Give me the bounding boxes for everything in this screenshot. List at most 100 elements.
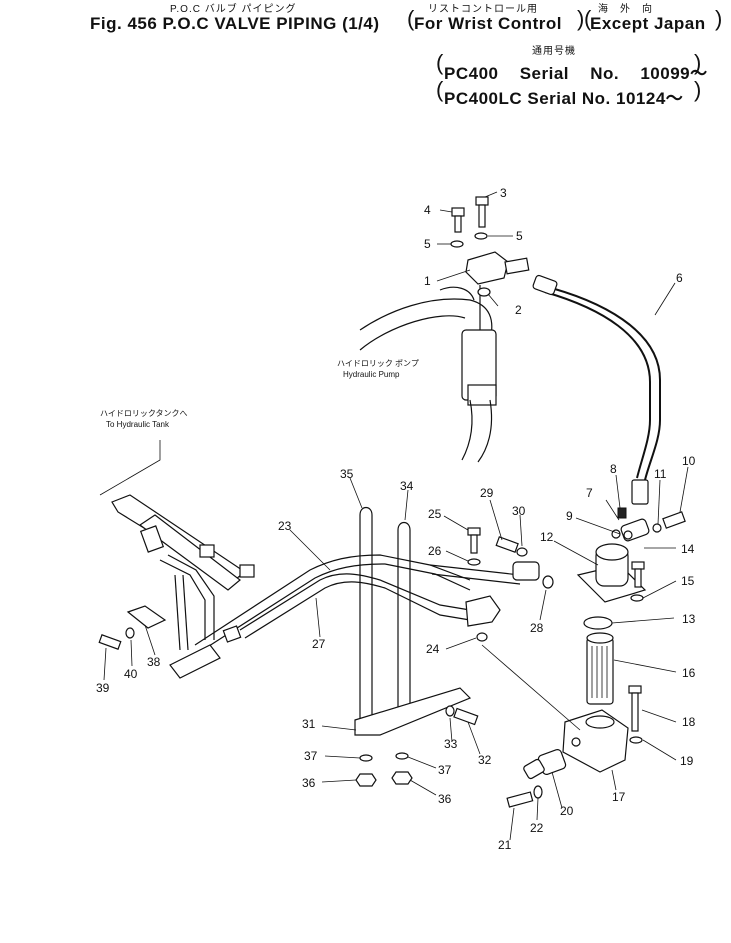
bolt-32 <box>453 707 479 726</box>
u-bolt-35 <box>359 506 373 720</box>
callout-9: 9 <box>566 509 573 523</box>
callout-5b: 5 <box>516 229 523 243</box>
washer-22 <box>533 785 543 799</box>
pipe-27 <box>239 573 471 639</box>
figure-title: Fig. 456 P.O.C VALVE PIPING (1/4) <box>90 14 380 33</box>
jp-wrist-label: リストコントロール用 <box>428 4 538 15</box>
callout-5a: 5 <box>424 237 431 251</box>
callout-23: 23 <box>278 519 292 533</box>
washer-11 <box>652 523 662 533</box>
callout-13: 13 <box>682 612 696 626</box>
washer-19 <box>629 736 643 744</box>
washer-15 <box>630 594 644 602</box>
tank-label-jp: ハイドロリックタンクへ <box>100 409 188 418</box>
bolt-18 <box>628 685 642 732</box>
wrist-control-label: For Wrist Control <box>414 14 562 33</box>
clamp-38 <box>126 605 167 629</box>
flange-fitting <box>465 595 501 627</box>
callout-30: 30 <box>512 504 526 518</box>
callout-29: 29 <box>480 486 494 500</box>
callout-36b: 36 <box>438 792 452 806</box>
pipe-23 <box>194 554 471 656</box>
callout-35: 35 <box>340 467 354 481</box>
callout-37b: 37 <box>438 763 452 777</box>
filter-body-17 <box>562 709 629 773</box>
jp-serial-label: 通用号機 <box>532 46 576 57</box>
callout-40: 40 <box>124 667 138 681</box>
callout-34: 34 <box>400 479 414 493</box>
callout-36a: 36 <box>302 776 316 790</box>
callout-1: 1 <box>424 274 431 288</box>
callout-28: 28 <box>530 621 544 635</box>
callout-8: 8 <box>610 462 617 476</box>
fitting-8 <box>617 507 627 519</box>
callout-19: 19 <box>680 754 694 768</box>
callout-12: 12 <box>540 530 554 544</box>
callout-31: 31 <box>302 717 316 731</box>
filter-element-16 <box>586 632 614 705</box>
pump-label-jp: ハイドロリック ポンプ <box>337 359 419 368</box>
hydraulic-pump <box>359 286 497 463</box>
elbow-fitting-30 <box>512 561 540 581</box>
filter-head-12 <box>576 543 647 603</box>
elbow-20 <box>523 749 567 780</box>
callout-6: 6 <box>676 271 683 285</box>
callout-33: 33 <box>444 737 458 751</box>
callout-27: 27 <box>312 637 326 651</box>
callout-3: 3 <box>500 186 507 200</box>
pipe-link <box>429 564 521 576</box>
header: P.O.C バルブ パイピング Fig. 456 P.O.C VALVE PIP… <box>0 0 731 110</box>
bolt-39 <box>98 634 122 650</box>
callout-32: 32 <box>478 753 492 767</box>
nut-36b <box>391 771 413 785</box>
nut-36a <box>355 773 377 787</box>
bolt-3 <box>475 196 489 228</box>
bolt-25 <box>467 527 481 554</box>
washer-30 <box>516 547 528 557</box>
hose-6 <box>532 274 661 505</box>
callout-37a: 37 <box>304 749 318 763</box>
jp-except-label: 海 外 向 <box>598 4 653 15</box>
callout-39: 39 <box>96 681 110 695</box>
callout-21: 21 <box>498 838 512 852</box>
bolt-29 <box>495 536 519 553</box>
pump-label-en: Hydraulic Pump <box>343 370 400 379</box>
u-bolt-34 <box>397 521 411 720</box>
washer-26 <box>467 558 481 566</box>
washer-33 <box>445 705 455 717</box>
callout-17: 17 <box>612 790 626 804</box>
callout-11: 11 <box>654 467 667 481</box>
washer-5a <box>474 232 488 240</box>
callout-18: 18 <box>682 715 696 729</box>
callout-14: 14 <box>681 542 695 556</box>
o-ring-2 <box>477 287 491 297</box>
callout-24: 24 <box>426 642 440 656</box>
callout-labels: 1 2 3 4 5 5 6 7 8 9 10 11 12 13 14 15 16… <box>96 186 696 852</box>
callout-22: 22 <box>530 821 544 835</box>
callout-16: 16 <box>682 666 696 680</box>
o-ring-13 <box>583 616 613 630</box>
leader-lines <box>103 191 689 841</box>
tank-leader <box>99 440 161 496</box>
tank-pipe-assembly <box>111 494 255 679</box>
except-japan-label: Except Japan <box>590 14 706 33</box>
o-ring-28-top <box>542 575 554 589</box>
bolt-10 <box>662 511 686 529</box>
callout-26: 26 <box>428 544 442 558</box>
valve-block <box>465 251 530 330</box>
serial-line-2: PC400LC Serial No. 10124～ <box>444 89 684 108</box>
callout-20: 20 <box>560 804 574 818</box>
bolt-21 <box>506 791 534 808</box>
washer-40 <box>125 627 135 639</box>
washer-5b <box>450 240 464 248</box>
jp-title: P.O.C バルブ パイピング <box>170 4 297 15</box>
callout-10: 10 <box>682 454 696 468</box>
washer-37a <box>359 754 373 762</box>
washer-37b <box>395 752 409 760</box>
callout-15: 15 <box>681 574 695 588</box>
serial-line-1: PC400 Serial No. 10099～ <box>444 64 708 83</box>
o-ring-24 <box>476 632 488 642</box>
bolt-4 <box>451 207 465 233</box>
callout-38: 38 <box>147 655 161 669</box>
